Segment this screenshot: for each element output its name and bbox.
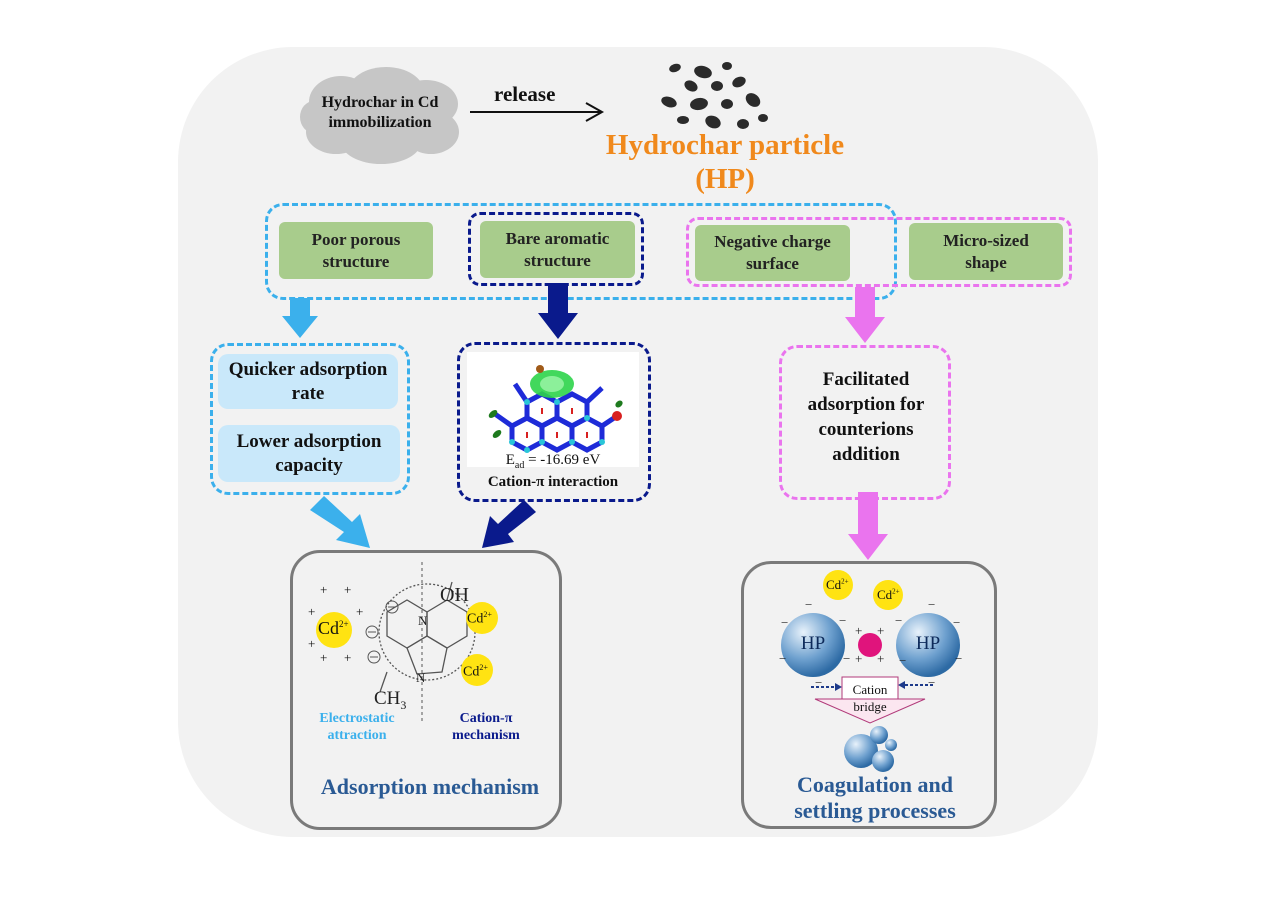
property-negative-charge-label: Negative charge surface — [714, 232, 831, 273]
facilitated-label: Facilitated adsorption for counterions a… — [807, 369, 925, 465]
cd-ion-right-1-text: Cd — [467, 611, 484, 627]
source-label: Hydrochar in Cd immobilization — [321, 94, 439, 131]
release-label: release — [494, 82, 556, 106]
svg-text:+: + — [855, 623, 862, 638]
energy-label: Ead = -16.69 eV — [467, 452, 639, 471]
svg-text:+: + — [877, 623, 884, 638]
svg-text:−: − — [899, 653, 906, 668]
svg-text:−: − — [895, 613, 902, 628]
cd-ion-coag-2-text: Cd — [877, 587, 893, 602]
cd-ion-right-2-charge: 2+ — [479, 663, 488, 672]
adsorption-mechanism-box — [290, 550, 562, 830]
energy-value: = -16.69 eV — [524, 452, 601, 468]
molecule-structure-image — [488, 365, 623, 453]
cation-bridge-label: Cation bridge — [852, 682, 888, 714]
adsorption-mechanism-title: Adsorption mechanism — [320, 774, 540, 799]
svg-text:−: − — [805, 597, 812, 612]
hp-sphere-right-label: HP — [915, 633, 941, 654]
cd-ion-right-2-text: Cd — [463, 664, 480, 680]
hp-title: Hydrochar particle (HP) — [580, 128, 870, 196]
arrow-down-dark-blue — [538, 283, 578, 339]
property-poor-porous: Poor porous structure — [279, 222, 433, 279]
cd-ion-large-text: Cd — [318, 618, 340, 638]
hp-title-line1: Hydrochar particle — [605, 129, 845, 161]
property-bare-aromatic: Bare aromatic structure — [480, 221, 635, 278]
svg-text:+: + — [320, 650, 327, 665]
cd-ion-large-charge: 2+ — [339, 619, 349, 629]
arrow-diagonal-dark-blue — [482, 500, 536, 548]
arrow-down-pink-2 — [848, 492, 888, 560]
svg-text:+: + — [356, 604, 363, 619]
quicker-rate-box: Quicker adsorption rate — [218, 354, 398, 409]
svg-text:−: − — [928, 597, 935, 612]
svg-text:−: − — [955, 651, 962, 666]
coagulation-diagram: − − − − − − − − − − − − + + + + — [779, 570, 962, 772]
release-arrow — [470, 102, 605, 122]
arrow-down-light-blue — [282, 298, 318, 338]
energy-symbol: E — [505, 452, 515, 468]
cation-pi-label: Cation-π interaction — [487, 474, 619, 490]
effects-frame-light-blue — [210, 343, 410, 495]
svg-text:−: − — [779, 651, 786, 666]
svg-text:+: + — [855, 651, 862, 666]
svg-text:−: − — [839, 613, 846, 628]
coagulation-title: Coagulation and settling processes — [794, 772, 956, 823]
svg-text:+: + — [877, 651, 884, 666]
n-label-2: N — [416, 670, 426, 685]
charge-shape-frame-pink — [686, 217, 1072, 287]
svg-text:+: + — [344, 582, 351, 597]
lower-capacity-label: Lower adsorption capacity — [236, 430, 382, 476]
property-negative-charge: Negative charge surface — [695, 225, 850, 281]
quicker-rate-label: Quicker adsorption rate — [228, 358, 388, 404]
svg-text:+: + — [308, 636, 315, 651]
cloud-shape — [300, 67, 459, 164]
arrow-diagonal-light-blue — [310, 496, 370, 548]
cd-ion-coag-1-charge: 2+ — [841, 577, 849, 586]
arrow-down-pink — [845, 287, 885, 343]
property-micro-sized-label: Micro-sized shape — [943, 230, 1029, 272]
property-micro-sized: Micro-sized shape — [909, 223, 1063, 280]
n-label-1: N — [418, 613, 428, 628]
lower-capacity-box: Lower adsorption capacity — [218, 425, 400, 482]
cd-ion-coag-2: Cd2+ — [877, 587, 900, 603]
electrostatic-label: Electrostatic attraction — [319, 711, 395, 743]
cation-pi-mech-label: Cation-π mechanism — [452, 711, 520, 743]
svg-text:−: − — [781, 615, 788, 630]
ch3-text: CH — [374, 688, 401, 709]
svg-text:+: + — [308, 604, 315, 619]
property-poor-porous-label: Poor porous structure — [311, 229, 401, 271]
cd-ion-coag-1: Cd2+ — [826, 577, 849, 593]
oh-label: OH — [440, 584, 469, 606]
adsorption-structure-diagram: + + + + + + + — [308, 562, 498, 722]
cd-ion-coag-1-text: Cd — [826, 577, 842, 592]
ch3-subscript: 3 — [400, 697, 407, 712]
cd-ion-right-2: Cd2+ — [463, 663, 488, 681]
cd-ion-right-1-charge: 2+ — [483, 610, 492, 619]
svg-text:−: − — [815, 675, 822, 690]
svg-text:+: + — [320, 582, 327, 597]
property-bare-aromatic-label: Bare aromatic structure — [505, 228, 610, 270]
svg-text:−: − — [953, 615, 960, 630]
ch3-label: CH3 — [374, 688, 406, 713]
hydrochar-particles-icon — [661, 62, 768, 129]
cd-ion-right-1: Cd2+ — [467, 610, 492, 628]
energy-subscript: ad — [514, 460, 525, 471]
cation-pi-frame-dark-blue — [457, 342, 651, 502]
svg-text:+: + — [344, 650, 351, 665]
properties-frame-light-blue — [265, 203, 897, 300]
cd-ion-coag-2-charge: 2+ — [892, 587, 900, 596]
svg-text:−: − — [843, 651, 850, 666]
hp-title-line2: (HP) — [695, 163, 755, 195]
svg-text:−: − — [928, 675, 935, 690]
cd-ion-large: Cd2+ — [318, 618, 349, 639]
hp-sphere-left-label: HP — [800, 633, 826, 654]
